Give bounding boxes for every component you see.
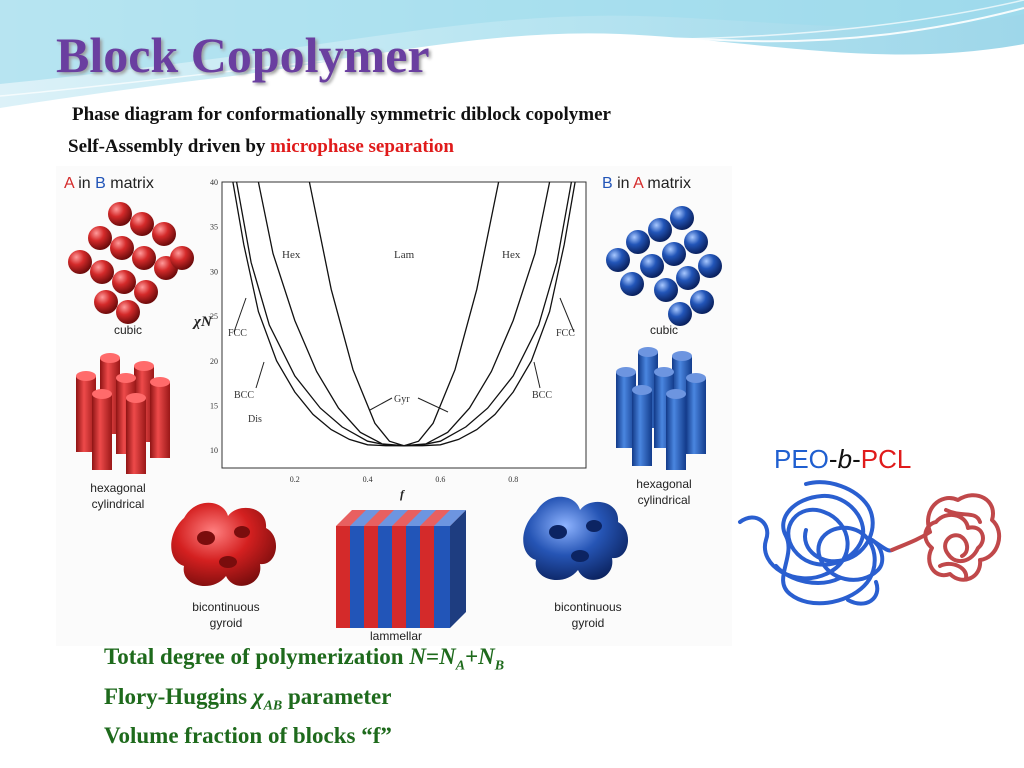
- flory-huggins-text: Flory-Huggins: [104, 683, 253, 709]
- NA-symbol: N: [439, 644, 456, 669]
- bcc-right-arrow: [533, 361, 541, 389]
- header-a: A: [64, 175, 75, 192]
- phase-figure: A in B matrix B in A matrix cubic hexago…: [64, 175, 722, 643]
- subtitle-prefix: Self-Assembly driven by: [68, 136, 271, 157]
- y-tick-25: 25: [210, 312, 218, 321]
- region-gyr: Gyr: [394, 394, 410, 405]
- label-lamellar: lammellar: [370, 629, 422, 643]
- bcc-left-arrow: [255, 361, 265, 389]
- phase-diagram-frame: [221, 181, 587, 469]
- label-gyroid-left-2: gyroid: [210, 616, 243, 630]
- N-symbol: N: [409, 644, 426, 669]
- dash-2: -: [852, 444, 861, 474]
- lamellar-stack: [336, 510, 466, 628]
- y-axis-label: χN: [192, 314, 213, 330]
- block-b-text: b: [837, 444, 853, 474]
- slide-title: Block Copolymer: [56, 27, 430, 83]
- x-tick-0.2: 0.2: [290, 475, 300, 484]
- red-cubic-spheres: [68, 202, 194, 324]
- pcl-text: PCL: [860, 444, 912, 474]
- region-dis: Dis: [248, 414, 262, 425]
- label-hex-left-1: hexagonal: [90, 481, 145, 495]
- red-hexagonal-cylinders: [76, 353, 170, 474]
- x-tick-0.4: 0.4: [363, 475, 373, 484]
- header-in-right: in: [613, 175, 633, 192]
- definition-line-3: Volume fraction of blocks “f”: [104, 723, 392, 749]
- y-tick-20: 20: [210, 357, 218, 366]
- subtitle-highlight: microphase separation: [270, 136, 454, 157]
- definition-line-1: Total degree of polymerization N=NA+NB: [104, 642, 504, 682]
- dof-text: Total degree of polymerization: [104, 644, 410, 669]
- fcc-right-arrow: [559, 297, 575, 333]
- label-hex-left-2: cylindrical: [92, 497, 145, 511]
- region-fcc-left: FCC: [228, 328, 247, 339]
- header-in: in: [74, 175, 95, 192]
- parameter-text: parameter: [282, 683, 392, 709]
- x-tick-labels: 0.2 0.4 0.6 0.8: [290, 475, 518, 484]
- label-cubic-right: cubic: [650, 323, 678, 337]
- peo-b-pcl-coil: [738, 480, 1002, 606]
- fcc-left-arrow: [233, 297, 247, 333]
- region-hex-left: Hex: [282, 249, 301, 261]
- label-hex-right-1: hexagonal: [636, 477, 691, 491]
- header-matrix-right: matrix: [643, 175, 691, 192]
- A-subscript: A: [455, 658, 466, 674]
- subtitle-line-2: Self-Assembly driven by microphase separ…: [68, 136, 454, 158]
- blue-hexagonal-cylinders: [616, 347, 706, 470]
- region-hex-right: Hex: [502, 249, 521, 261]
- header-matrix: matrix: [106, 175, 154, 192]
- y-tick-15: 15: [210, 401, 218, 410]
- x-axis-label: f: [400, 487, 405, 501]
- peo-text: PEO: [774, 444, 829, 474]
- subtitle-line-1: Phase diagram for conformationally symme…: [72, 104, 611, 125]
- label-gyroid-right-2: gyroid: [572, 616, 605, 630]
- y-tick-10: 10: [210, 446, 218, 455]
- gyr-left-arrow: [369, 397, 393, 411]
- phase-diagram: 40 35 30 25 20 15 10 0.2 0.4 0.6 0.8 χN f Hex Lam…: [192, 178, 587, 501]
- equals-sign: =: [425, 644, 440, 669]
- y-tick-30: 30: [210, 267, 218, 276]
- y-tick-40: 40: [210, 178, 218, 187]
- left-matrix-header: A in B matrix: [64, 175, 154, 192]
- bottom-definitions: Total degree of polymerization N=NA+NB F…: [104, 642, 504, 751]
- AB-subscript: AB: [263, 698, 283, 714]
- NB-symbol: N: [478, 644, 495, 669]
- pcl-block-coil: [890, 493, 1002, 582]
- B-subscript: B: [494, 658, 505, 674]
- blue-cubic-spheres: [606, 206, 722, 326]
- blue-gyroid: [523, 496, 629, 581]
- region-lam: Lam: [394, 249, 415, 261]
- region-fcc-right: FCC: [556, 328, 575, 339]
- y-tick-35: 35: [210, 223, 218, 232]
- label-cubic-left: cubic: [114, 323, 142, 337]
- copolymer-label: PEO-b-PCL: [774, 444, 911, 475]
- figure-panel: A in B matrix B in A matrix cubic hexago…: [56, 166, 732, 646]
- label-gyroid-left-1: bicontinuous: [192, 600, 259, 614]
- header-a-right: A: [633, 175, 644, 192]
- label-gyroid-right-1: bicontinuous: [554, 600, 621, 614]
- phase-boundary-4: [308, 181, 500, 447]
- phase-boundary-curves: [232, 181, 576, 447]
- peo-block-coil: [738, 480, 894, 606]
- definition-line-2: Flory-Huggins χAB parameter: [104, 682, 504, 722]
- region-bcc-right: BCC: [532, 390, 552, 401]
- red-gyroid: [171, 502, 277, 587]
- header-b: B: [95, 175, 106, 192]
- gyr-right-arrow: [417, 397, 449, 413]
- region-bcc-left: BCC: [234, 390, 254, 401]
- dash-1: -: [828, 444, 838, 474]
- plus-sign: +: [465, 644, 479, 669]
- x-tick-0.8: 0.8: [508, 475, 518, 484]
- x-tick-0.6: 0.6: [435, 475, 445, 484]
- y-tick-labels: 40 35 30 25 20 15 10: [210, 178, 218, 455]
- label-hex-right-2: cylindrical: [638, 493, 691, 507]
- right-matrix-header: B in A matrix: [602, 175, 691, 192]
- chi-symbol: χ: [252, 683, 264, 709]
- header-b-right: B: [602, 175, 613, 192]
